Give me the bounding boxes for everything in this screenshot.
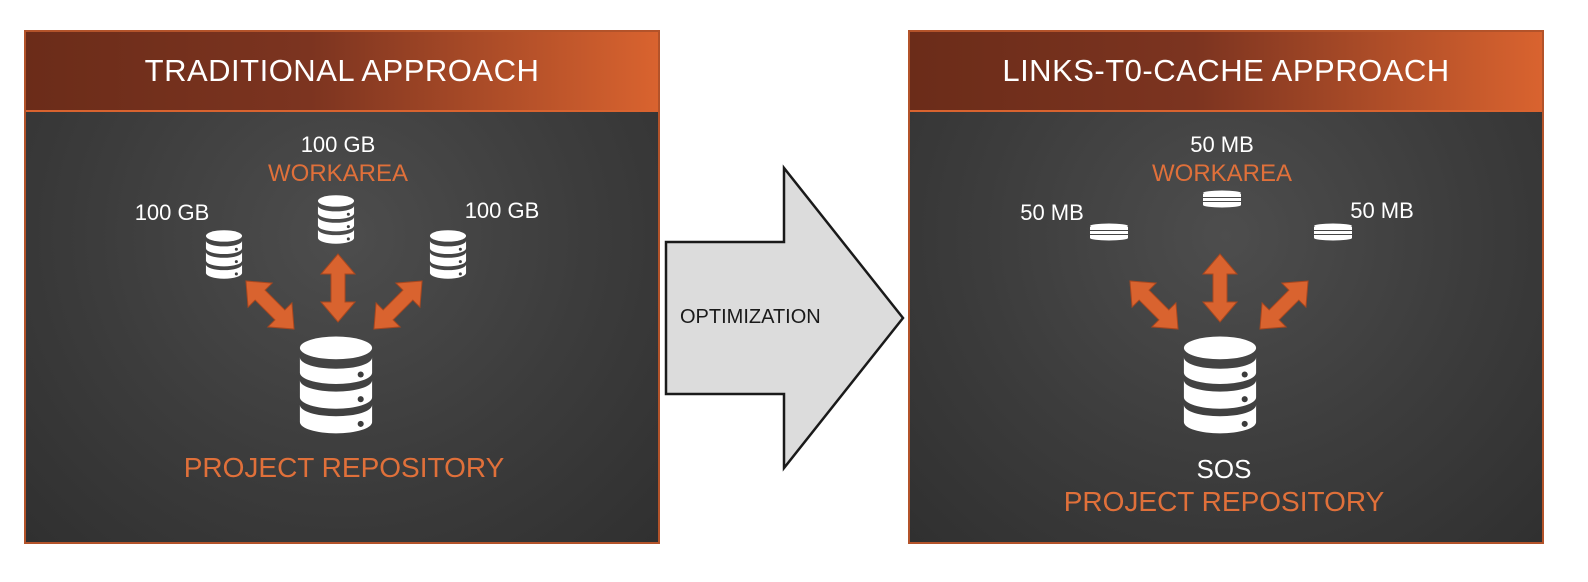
double-arrow-icon <box>361 268 435 342</box>
left-workarea-size-label: 50 MB <box>1020 200 1084 225</box>
right-workarea-size-label: 50 MB <box>1350 198 1414 223</box>
optimization-block-arrow <box>664 164 905 472</box>
workarea-label: WORKAREA <box>1151 160 1293 187</box>
workarea-size-label: 100 GB <box>300 132 376 157</box>
repository-database-icon <box>1183 336 1257 434</box>
double-arrow-icon <box>320 253 356 323</box>
right-workarea-size-label: 100 GB <box>464 198 540 223</box>
database-icon <box>429 230 467 279</box>
repository-label: PROJECT REPOSITORY <box>1063 486 1385 517</box>
panel-header: LINKS-T0-CACHE APPROACH <box>910 32 1542 112</box>
panel-header: TRADITIONAL APPROACH <box>26 32 658 112</box>
database-icon <box>205 230 243 279</box>
database-icon <box>317 195 355 244</box>
double-arrow-icon <box>1117 268 1191 342</box>
workarea-label: WORKAREA <box>267 160 409 187</box>
left-workarea-size-label: 100 GB <box>134 200 210 225</box>
double-arrow-icon <box>1202 253 1238 323</box>
workarea-size-label: 50 MB <box>1190 132 1254 157</box>
traditional-approach-panel: TRADITIONAL APPROACH 100 GB WORKAREA 100… <box>24 30 660 544</box>
thin-database-icon <box>1314 223 1352 241</box>
thin-database-icon <box>1203 190 1241 208</box>
repository-label: PROJECT REPOSITORY <box>183 452 505 483</box>
repository-name-label: SOS <box>1196 454 1252 484</box>
double-arrow-icon <box>1247 268 1321 342</box>
repository-database-icon <box>299 336 373 434</box>
panel-title: LINKS-T0-CACHE APPROACH <box>1002 53 1450 88</box>
panel-title: TRADITIONAL APPROACH <box>144 53 540 88</box>
double-arrow-icon <box>233 268 307 342</box>
optimization-label: OPTIMIZATION <box>680 306 821 328</box>
thin-database-icon <box>1090 223 1128 241</box>
